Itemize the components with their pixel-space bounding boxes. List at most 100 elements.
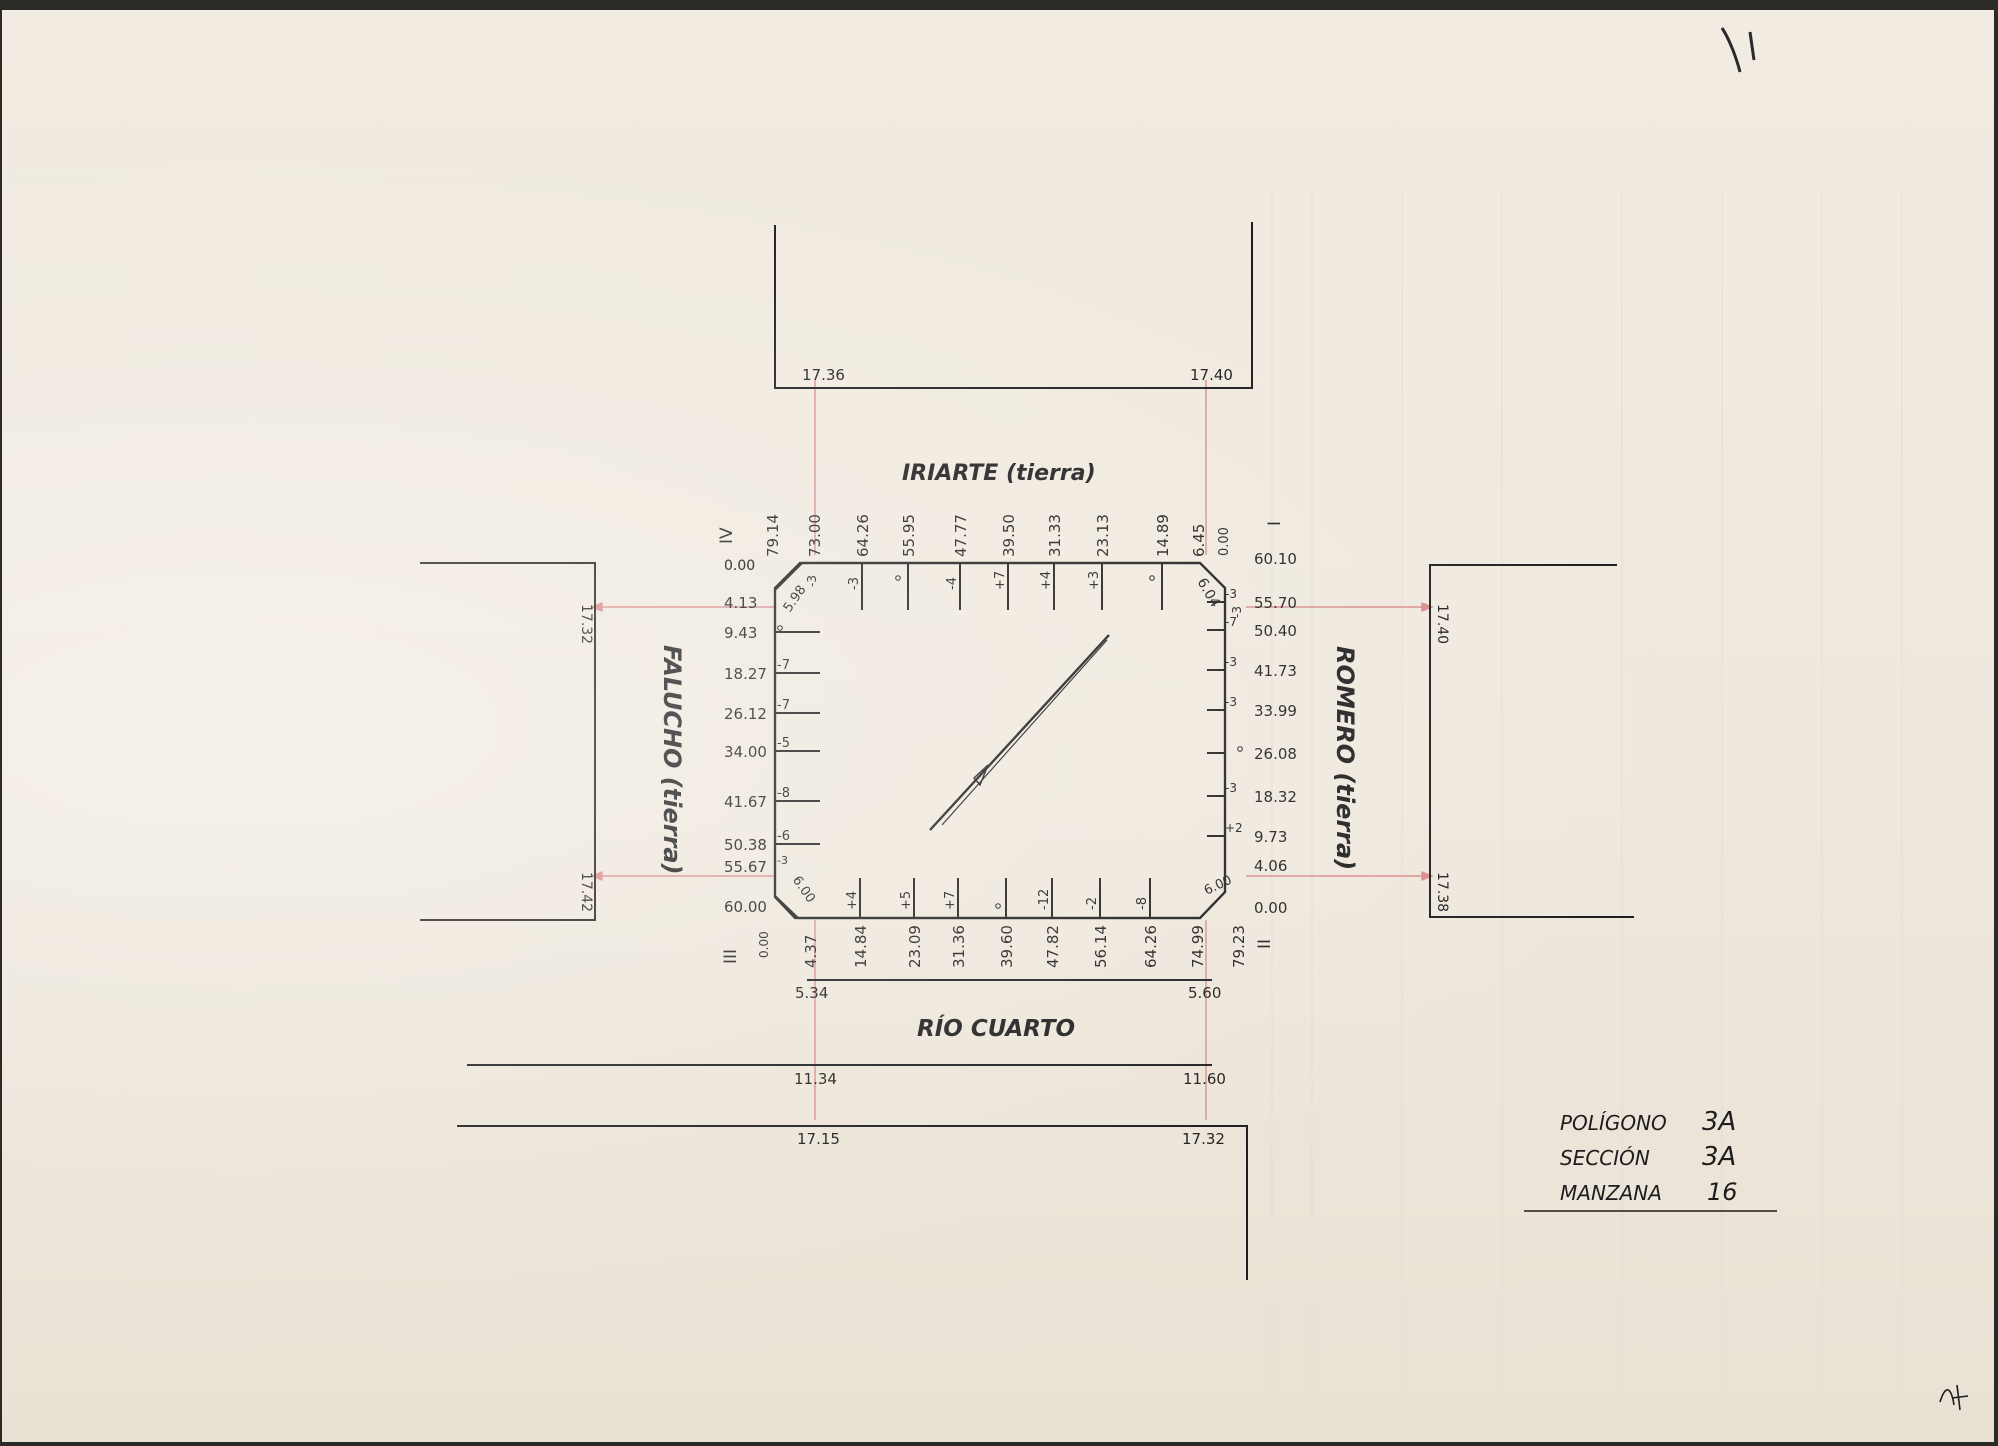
- north-dist-label: 23.13: [1094, 514, 1112, 557]
- east-dist-label: 55.70: [1254, 594, 1297, 612]
- east-side-ticks: 60.1055.70-350.40-741.73-333.99-326.0818…: [1207, 550, 1297, 917]
- east-offset-label: +2: [1225, 821, 1243, 835]
- block-outline: [773, 561, 1227, 920]
- south-dist-label: 56.14: [1092, 925, 1110, 968]
- corner-label-iv: IV: [717, 527, 737, 544]
- east-offset-label: -3: [1225, 655, 1237, 669]
- north-dist-label: 79.14: [764, 514, 782, 557]
- east-dist-label: 9.73: [1254, 828, 1287, 846]
- chamfer-nw-offset: -3: [805, 575, 819, 587]
- level-south-outer-left: 17.15: [797, 1130, 840, 1148]
- south-offset-mark: [995, 903, 1001, 909]
- signature-mark: [1939, 1384, 1969, 1411]
- info-poligono-value: 3A: [1702, 1107, 1736, 1137]
- north-dist-label: 0.00: [1217, 527, 1232, 556]
- west-offset-label: -6: [777, 829, 790, 844]
- south-offset-label: -8: [1135, 897, 1150, 910]
- north-offset-label: -3: [847, 577, 862, 590]
- south-dist-label: 23.09: [906, 925, 924, 968]
- measurement-lines: [590, 380, 1434, 1120]
- west-offset-label: -3: [777, 854, 788, 867]
- north-offset-mark: [1149, 575, 1155, 581]
- info-block: POLÍGONO 3A SECCIÓN 3A MANZANA 16: [1524, 1107, 1777, 1212]
- corner-label-iii: III: [721, 949, 741, 964]
- level-east-top: 17.40: [1434, 604, 1450, 644]
- level-west-top: 17.32: [578, 604, 594, 644]
- level-west-bottom: 17.42: [578, 872, 594, 912]
- south-dist-label: 0.00: [757, 931, 771, 958]
- street-borders: [420, 222, 1634, 1280]
- street-name-east: ROMERO (tierra): [1331, 646, 1359, 870]
- level-north-right: 17.40: [1190, 366, 1233, 384]
- east-dist-label: 41.73: [1254, 662, 1297, 680]
- east-dist-label: 33.99: [1254, 702, 1297, 720]
- north-dist-label: 47.77: [952, 514, 970, 557]
- west-dist-label: 18.27: [724, 665, 767, 683]
- south-dist-label: 39.60: [998, 925, 1016, 968]
- chamfer-se: 6.00: [1202, 873, 1235, 899]
- south-offset-label: +5: [899, 891, 914, 910]
- west-dist-label: 34.00: [724, 743, 767, 761]
- south-offset-label: +7: [943, 891, 958, 910]
- west-offset-mark: [777, 625, 783, 631]
- south-offset-label: +4: [845, 891, 860, 910]
- east-dist-label: 60.10: [1254, 550, 1297, 568]
- info-manzana-label: MANZANA: [1560, 1181, 1662, 1205]
- east-dist-label: 0.00: [1254, 899, 1287, 917]
- level-south-inner-left: 5.34: [795, 984, 828, 1002]
- north-offset-label: -4: [945, 577, 960, 590]
- west-dist-label: 4.13: [724, 594, 757, 612]
- faint-ruling: [1271, 190, 1903, 1390]
- east-dist-label: 50.40: [1254, 622, 1297, 640]
- level-south-inner-right: 5.60: [1188, 984, 1221, 1002]
- level-south-outer-right: 17.32: [1182, 1130, 1225, 1148]
- south-dist-label: 64.26: [1142, 925, 1160, 968]
- west-dist-label: 50.38: [724, 836, 767, 854]
- clip-mark: [1720, 27, 1756, 73]
- corner-label-i: I: [1265, 521, 1285, 526]
- west-dist-label: 60.00: [724, 898, 767, 916]
- west-side-ticks: 4.139.4318.27-726.12-734.00-541.67-850.3…: [724, 558, 820, 916]
- west-offset-label: -5: [777, 736, 790, 751]
- north-arrow-icon: [929, 634, 1110, 831]
- level-south-mid-right: 11.60: [1183, 1070, 1226, 1088]
- north-dist-label: 6.45: [1190, 524, 1208, 557]
- street-name-west: FALUCHO (tierra): [658, 645, 686, 875]
- north-offset-mark: [895, 575, 901, 581]
- chamfer-sw: 6.00: [789, 873, 818, 905]
- info-manzana-value: 16: [1707, 1178, 1738, 1206]
- north-offset-label: +7: [993, 571, 1008, 590]
- north-dist-label: 55.95: [900, 514, 918, 557]
- street-name-north: IRIARTE (tierra): [902, 461, 1096, 486]
- south-dist-label: 31.36: [950, 925, 968, 968]
- east-dist-label: 18.32: [1254, 788, 1297, 806]
- east-offset-label: -3: [1225, 587, 1237, 601]
- north-dist-label: 64.26: [854, 514, 872, 557]
- west-dist-label: 55.67: [724, 858, 767, 876]
- south-dist-label: 74.99: [1189, 925, 1207, 968]
- west-offset-label: -8: [777, 786, 790, 801]
- block-outline-main: [773, 561, 1227, 920]
- south-dist-label: 4.37: [802, 935, 820, 968]
- info-seccion-value: 3A: [1702, 1142, 1736, 1172]
- level-south-mid-left: 11.34: [794, 1070, 837, 1088]
- south-offset-label: -2: [1085, 897, 1100, 910]
- north-dist-label: 14.89: [1154, 514, 1172, 557]
- south-dist-label: 79.23: [1230, 925, 1248, 968]
- south-dist-label: 47.82: [1044, 925, 1062, 968]
- street-name-south: RÍO CUARTO: [917, 1014, 1075, 1042]
- west-dist-label: 26.12: [724, 705, 767, 723]
- east-dist-label: 26.08: [1254, 745, 1297, 763]
- west-offset-label: -7: [777, 658, 790, 673]
- info-poligono-label: POLÍGONO: [1560, 1111, 1667, 1135]
- north-dist-label: 0.00: [724, 558, 755, 574]
- east-offset-label: -3: [1225, 781, 1237, 795]
- east-offset-label: -3: [1225, 695, 1237, 709]
- north-offset-label: +4: [1039, 571, 1054, 590]
- north-offset-label: +3: [1087, 571, 1102, 590]
- north-dist-label: 73.00: [806, 514, 824, 557]
- east-dist-label: 4.06: [1254, 857, 1287, 875]
